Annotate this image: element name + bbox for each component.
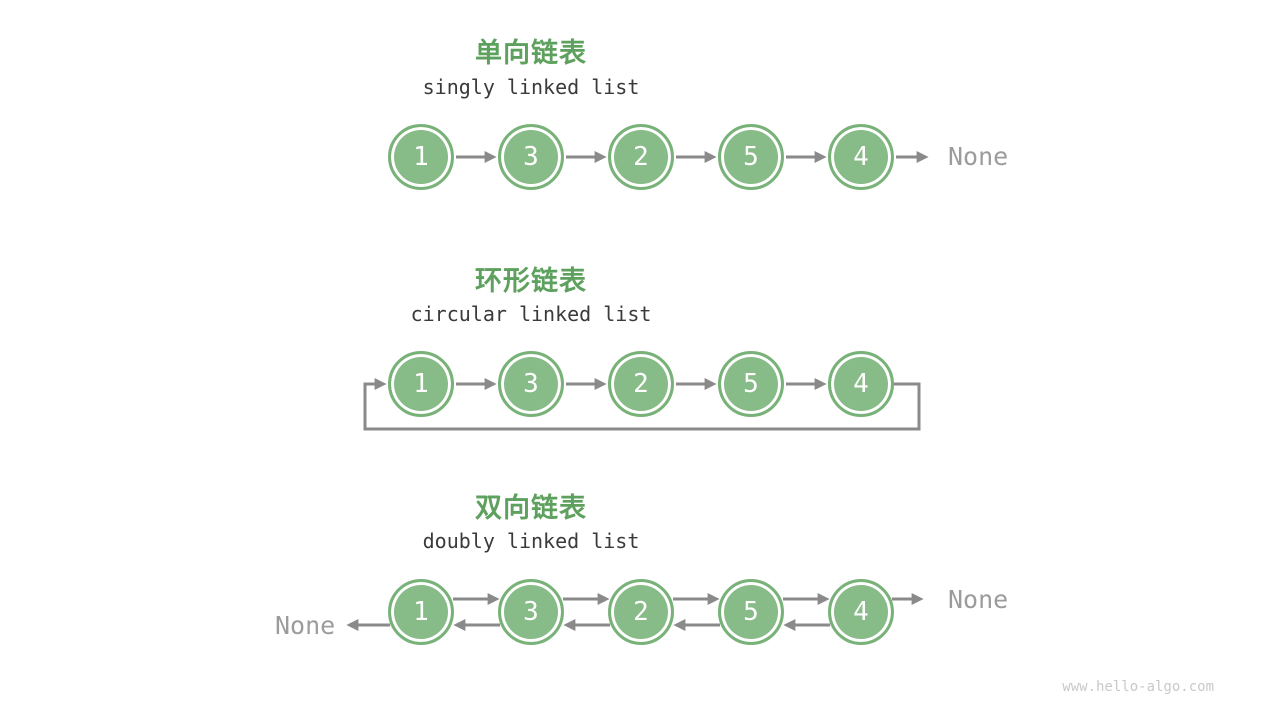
section-title-circular: 环形链表 xyxy=(475,266,587,296)
node-value: 5 xyxy=(743,597,759,627)
node-value: 4 xyxy=(853,597,869,627)
node-value: 1 xyxy=(413,369,429,399)
singly-node-4: 5 xyxy=(718,124,784,190)
circular-node-1: 1 xyxy=(388,351,454,417)
doubly-node-2: 3 xyxy=(498,579,564,645)
doubly-node-4: 5 xyxy=(718,579,784,645)
section-subtitle-doubly: doubly linked list xyxy=(422,529,640,553)
circular-node-2: 3 xyxy=(498,351,564,417)
section-subtitle-singly: singly linked list xyxy=(422,75,640,99)
circular-node-4: 5 xyxy=(718,351,784,417)
doubly-node-5: 4 xyxy=(828,579,894,645)
singly-node-5: 4 xyxy=(828,124,894,190)
node-value: 2 xyxy=(633,369,649,399)
section-title-singly: 单向链表 xyxy=(475,38,587,68)
watermark: www.hello-algo.com xyxy=(1062,679,1214,695)
singly-node-2: 3 xyxy=(498,124,564,190)
singly-tail-none-label: None xyxy=(948,142,1009,171)
singly-node-3: 2 xyxy=(608,124,674,190)
node-value: 5 xyxy=(743,142,759,172)
node-value: 4 xyxy=(853,142,869,172)
node-value: 3 xyxy=(523,597,539,627)
doubly-head-none-label: None xyxy=(275,611,336,640)
node-value: 5 xyxy=(743,369,759,399)
singly-node-1: 1 xyxy=(388,124,454,190)
node-value: 4 xyxy=(853,369,869,399)
section-title-doubly: 双向链表 xyxy=(475,493,587,523)
node-value: 1 xyxy=(413,142,429,172)
node-value: 2 xyxy=(633,597,649,627)
doubly-tail-none-label: None xyxy=(948,585,1009,614)
node-value: 3 xyxy=(523,369,539,399)
circular-node-3: 2 xyxy=(608,351,674,417)
circular-node-5: 4 xyxy=(828,351,894,417)
node-value: 3 xyxy=(523,142,539,172)
node-value: 1 xyxy=(413,597,429,627)
doubly-node-1: 1 xyxy=(388,579,454,645)
section-subtitle-circular: circular linked list xyxy=(410,302,652,326)
doubly-node-3: 2 xyxy=(608,579,674,645)
node-value: 2 xyxy=(633,142,649,172)
